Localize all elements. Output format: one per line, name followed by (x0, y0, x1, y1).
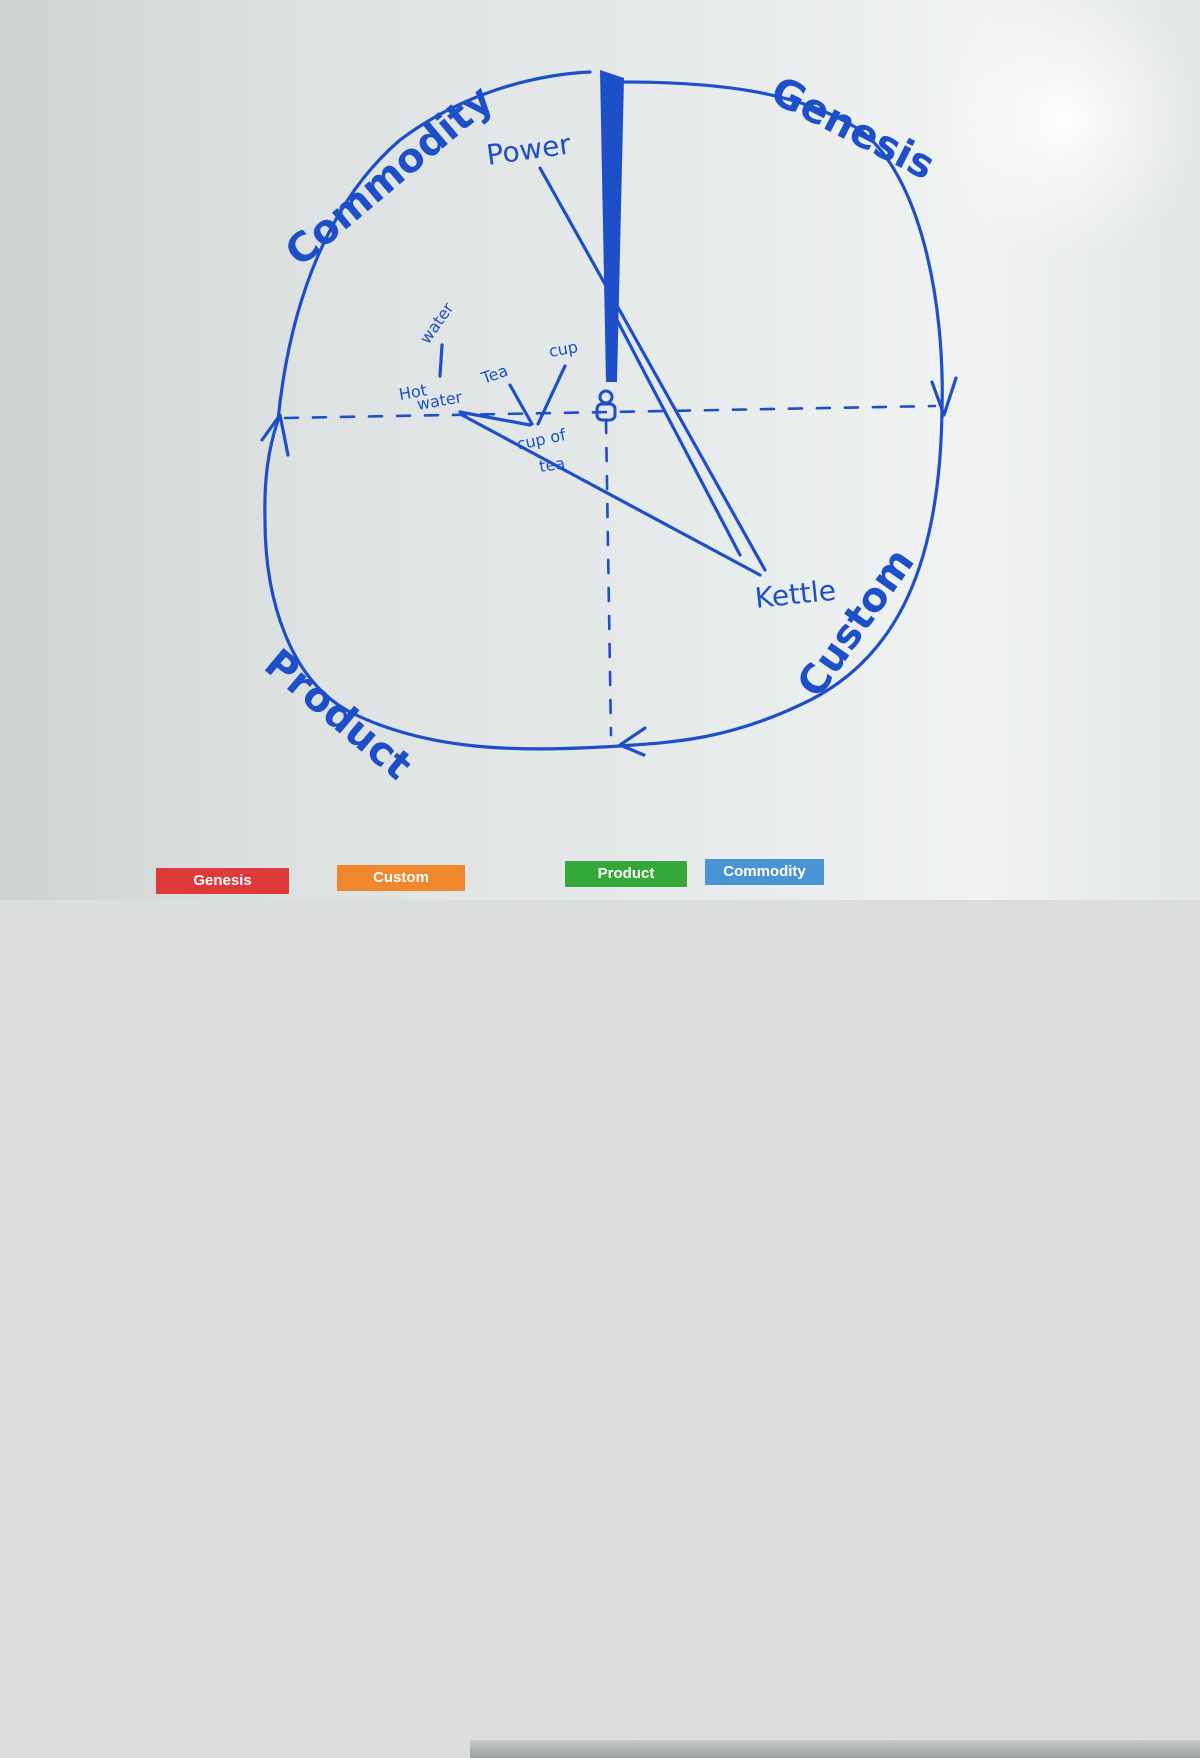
arrowhead-bottom (618, 726, 647, 757)
component-power: Power (484, 127, 573, 172)
cycle-arc-product (263, 418, 622, 751)
thick-marker-wedge (600, 70, 624, 382)
link-hotwater-kettle (460, 413, 762, 577)
link-power-kettle (538, 166, 767, 572)
magnet-commodity: Commodity (705, 859, 824, 885)
user-icon (595, 389, 617, 422)
cycle-arc-commodity (276, 70, 592, 422)
component-water: water (416, 299, 458, 348)
label-product: Product (256, 640, 421, 789)
whiteboard-tray (470, 1740, 1200, 1758)
component-kettle: Kettle (753, 574, 837, 615)
arrowhead-right (930, 376, 958, 417)
link-tea-cupoftea (508, 383, 534, 426)
component-tea: Tea (478, 361, 511, 388)
whiteboard-drawing: Genesis Custom Product Commodity Power K… (256, 68, 958, 789)
horizontal-dashed-axis (283, 404, 937, 420)
link-wedge-kettle (615, 318, 742, 557)
label-custom: Custom (789, 540, 924, 706)
magnet-custom: Custom (337, 865, 465, 891)
component-cup: cup (547, 337, 579, 361)
arrowhead-left (260, 413, 290, 457)
component-cup-of-tea-line1: cup of (515, 425, 568, 454)
link-water-hotwater (438, 343, 444, 378)
component-hot-water-line1: Hot (397, 380, 428, 404)
cycle-arc-genesis (621, 80, 944, 412)
magnet-genesis: Genesis (156, 868, 289, 894)
magnet-strip: Genesis Custom Product Commodity (0, 858, 1200, 1758)
magnet-product: Product (565, 861, 687, 887)
label-genesis: Genesis (763, 68, 942, 189)
link-hotwater-cupoftea (458, 410, 532, 427)
component-cup-of-tea-line2: tea (538, 454, 566, 476)
cycle-arc-custom (618, 408, 944, 748)
link-cup-cupoftea (536, 364, 567, 426)
vertical-dashed-axis (604, 418, 613, 737)
whiteboard: Genesis Custom Product Commodity Power K… (0, 0, 1200, 900)
label-commodity: Commodity (277, 76, 502, 275)
